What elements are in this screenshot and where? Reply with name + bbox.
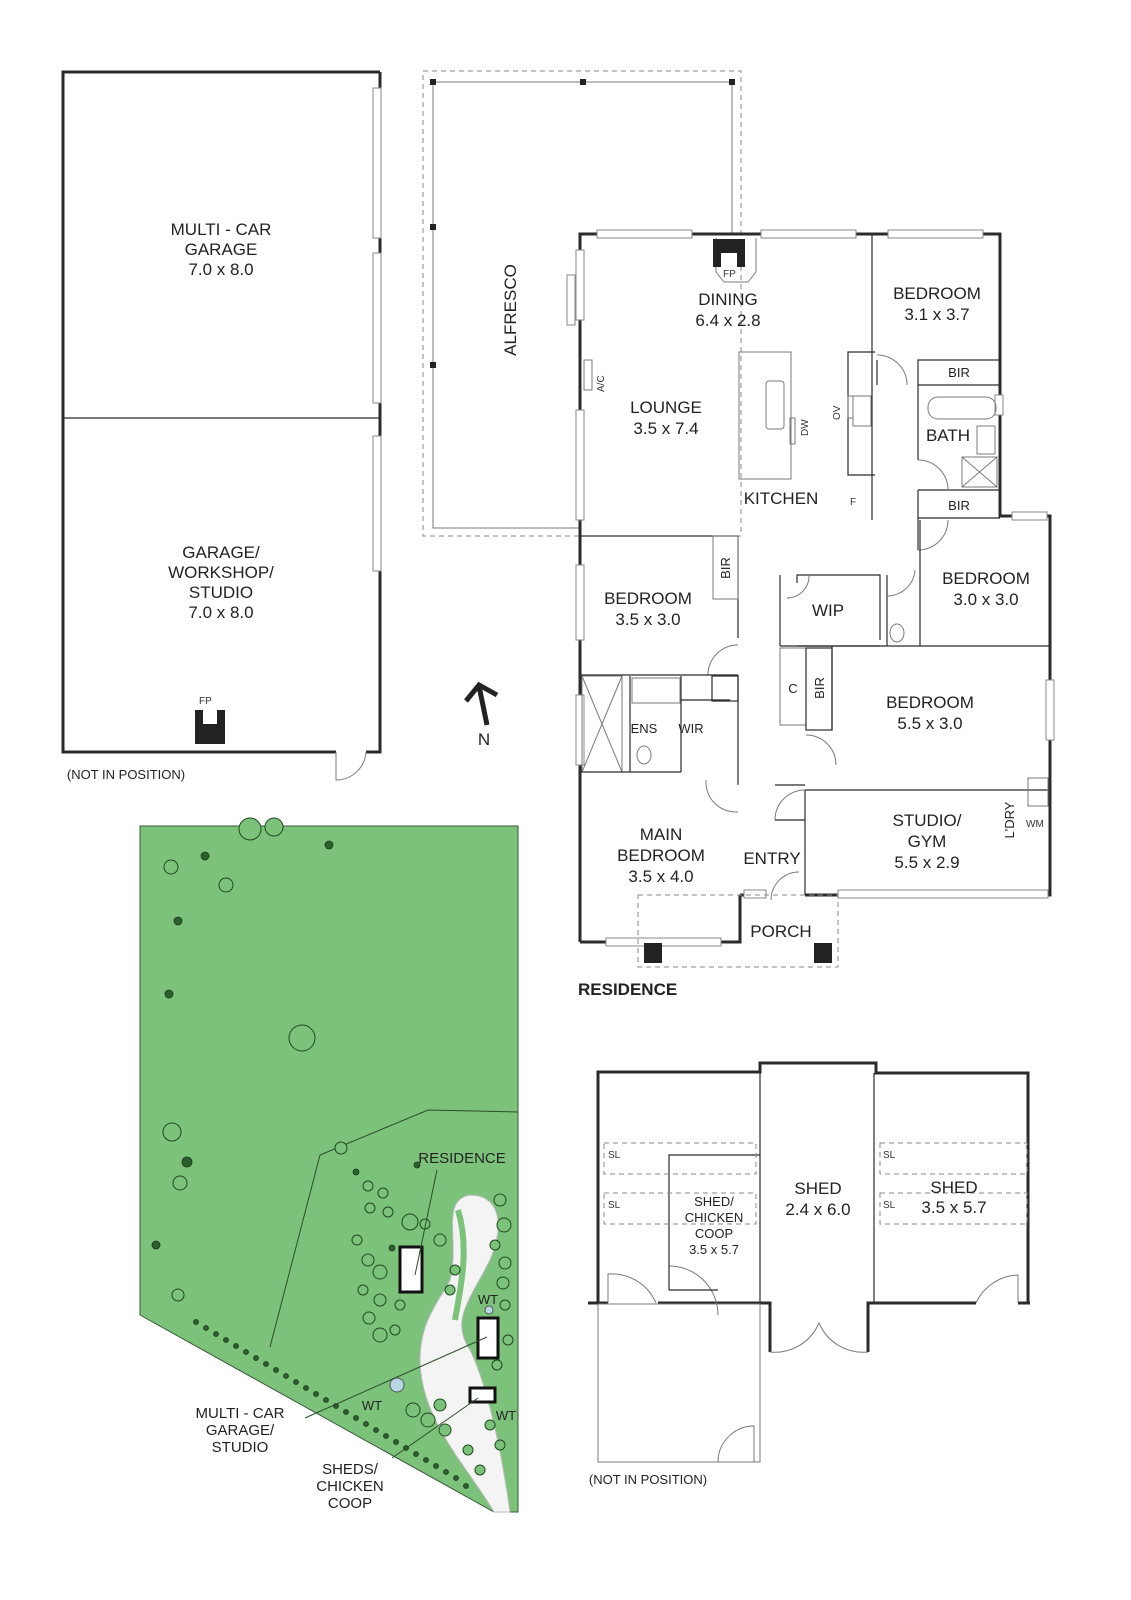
site-label-sheds: COOP xyxy=(328,1495,372,1512)
site-sheds xyxy=(468,1386,497,1404)
wt-label: WT xyxy=(496,1408,516,1423)
room-name: GARAGE xyxy=(185,240,258,259)
boundary-trees xyxy=(193,1319,469,1489)
site-label-garage: GARAGE/ xyxy=(206,1422,275,1439)
room-name: BATH xyxy=(926,426,970,445)
bir-label: BIR xyxy=(718,557,733,579)
room-name: LOUNGE xyxy=(630,398,702,417)
site-plan: RESIDENCE MULTI - CAR GARAGE/ STUDIO SHE… xyxy=(139,817,519,1513)
fridge-label: F xyxy=(850,497,856,508)
room-name: MULTI - CAR xyxy=(171,220,272,239)
not-in-position-note: (NOT IN POSITION) xyxy=(589,1472,707,1487)
residence-plan: ALFRESCO FP A/C DW xyxy=(422,70,1055,999)
site-label-residence: RESIDENCE xyxy=(418,1150,506,1167)
room-name: BEDROOM xyxy=(942,569,1030,588)
room-name: BEDROOM xyxy=(617,846,705,865)
ens-label: ENS xyxy=(631,721,658,736)
water-tank-icon xyxy=(484,1305,494,1315)
bir-label: BIR xyxy=(948,365,970,380)
garage-plan: FP MULTI - CAR GARAGE 7.0 x 8.0 GARAGE/ … xyxy=(61,70,382,782)
fireplace-icon xyxy=(195,710,225,744)
room-dims: 6.4 x 2.8 xyxy=(695,311,760,330)
room-name: KITCHEN xyxy=(744,489,819,508)
room-name: SHED xyxy=(930,1178,977,1197)
vanity-icon xyxy=(976,425,996,455)
room-dims: 3.5 x 7.4 xyxy=(633,419,698,438)
tree-icons xyxy=(151,817,514,1476)
c-label: C xyxy=(788,681,797,696)
room-name: GARAGE/ xyxy=(182,543,260,562)
not-in-position-note: (NOT IN POSITION) xyxy=(67,767,185,782)
north-label: N xyxy=(478,730,490,749)
room-dims: 3.5 x 4.0 xyxy=(628,867,693,886)
ov-label: OV xyxy=(832,405,843,420)
fireplace-icon xyxy=(713,239,745,267)
alfresco-label: ALFRESCO xyxy=(501,264,520,356)
toilet-icon xyxy=(889,623,905,643)
room-dims: 3.1 x 3.7 xyxy=(904,305,969,324)
sl-label: SL xyxy=(883,1150,896,1161)
site-label-sheds: SHEDS/ xyxy=(322,1461,379,1478)
ac-label: A/C xyxy=(596,375,607,392)
room-dims: 3.0 x 3.0 xyxy=(953,590,1018,609)
room-name: BEDROOM xyxy=(604,589,692,608)
wm-label: WM xyxy=(1026,819,1044,830)
wir-label: WIR xyxy=(678,721,703,736)
room-dims: 7.0 x 8.0 xyxy=(188,603,253,622)
bathtub-icon xyxy=(927,396,997,420)
toilet-icon xyxy=(636,745,652,765)
site-label-garage: MULTI - CAR xyxy=(196,1405,285,1422)
room-dims: 3.5 x 5.7 xyxy=(689,1242,739,1257)
wt-label: WT xyxy=(362,1398,382,1413)
room-name: CHICKEN xyxy=(685,1210,744,1225)
site-label-garage: STUDIO xyxy=(212,1439,269,1456)
room-dims: 5.5 x 3.0 xyxy=(897,714,962,733)
water-tank-icon xyxy=(389,1377,405,1393)
room-name: COOP xyxy=(695,1226,733,1241)
room-name: MAIN xyxy=(640,825,683,844)
wt-label: WT xyxy=(478,1292,498,1307)
room-name: STUDIO/ xyxy=(893,811,962,830)
sl-label: SL xyxy=(883,1200,896,1211)
room-dims: 5.5 x 2.9 xyxy=(894,853,959,872)
bir-label: BIR xyxy=(812,677,827,699)
room-name: BEDROOM xyxy=(886,693,974,712)
sink-icon xyxy=(765,380,785,430)
bir-label: BIR xyxy=(948,498,970,513)
sl-label: SL xyxy=(608,1150,621,1161)
room-name: DINING xyxy=(698,290,758,309)
site-garage xyxy=(476,1316,500,1360)
room-dims: 7.0 x 8.0 xyxy=(188,260,253,279)
site-residence xyxy=(398,1245,424,1294)
entry-label: ENTRY xyxy=(743,849,800,868)
fp-label: FP xyxy=(723,269,736,280)
room-dims: 3.5 x 3.0 xyxy=(615,610,680,629)
wip-label: WIP xyxy=(812,601,844,620)
residence-title: RESIDENCE xyxy=(578,980,677,999)
sheds-plan: SL SL SL SL SHED/ CHICKEN COOP 3.5 x 5.7… xyxy=(588,1061,1030,1487)
garage-door xyxy=(335,751,367,781)
dw-label: DW xyxy=(800,419,811,436)
cooktop-icon xyxy=(852,395,872,427)
site-label-sheds: CHICKEN xyxy=(316,1478,384,1495)
room-name: GYM xyxy=(908,832,947,851)
sl-label: SL xyxy=(608,1200,621,1211)
room-name: SHED xyxy=(794,1179,841,1198)
room-name: STUDIO xyxy=(189,583,253,602)
washing-machine-icon xyxy=(1027,777,1049,807)
room-name: SHED/ xyxy=(694,1194,734,1209)
fp-label: FP xyxy=(199,696,212,707)
laundry-label: L'DRY xyxy=(1002,801,1017,838)
porch-label: PORCH xyxy=(750,922,811,941)
room-dims: 2.4 x 6.0 xyxy=(785,1200,850,1219)
room-name: BEDROOM xyxy=(893,284,981,303)
room-name: WORKSHOP/ xyxy=(168,563,274,582)
room-dims: 3.5 x 5.7 xyxy=(921,1198,986,1217)
north-arrow-icon: N xyxy=(464,681,499,749)
